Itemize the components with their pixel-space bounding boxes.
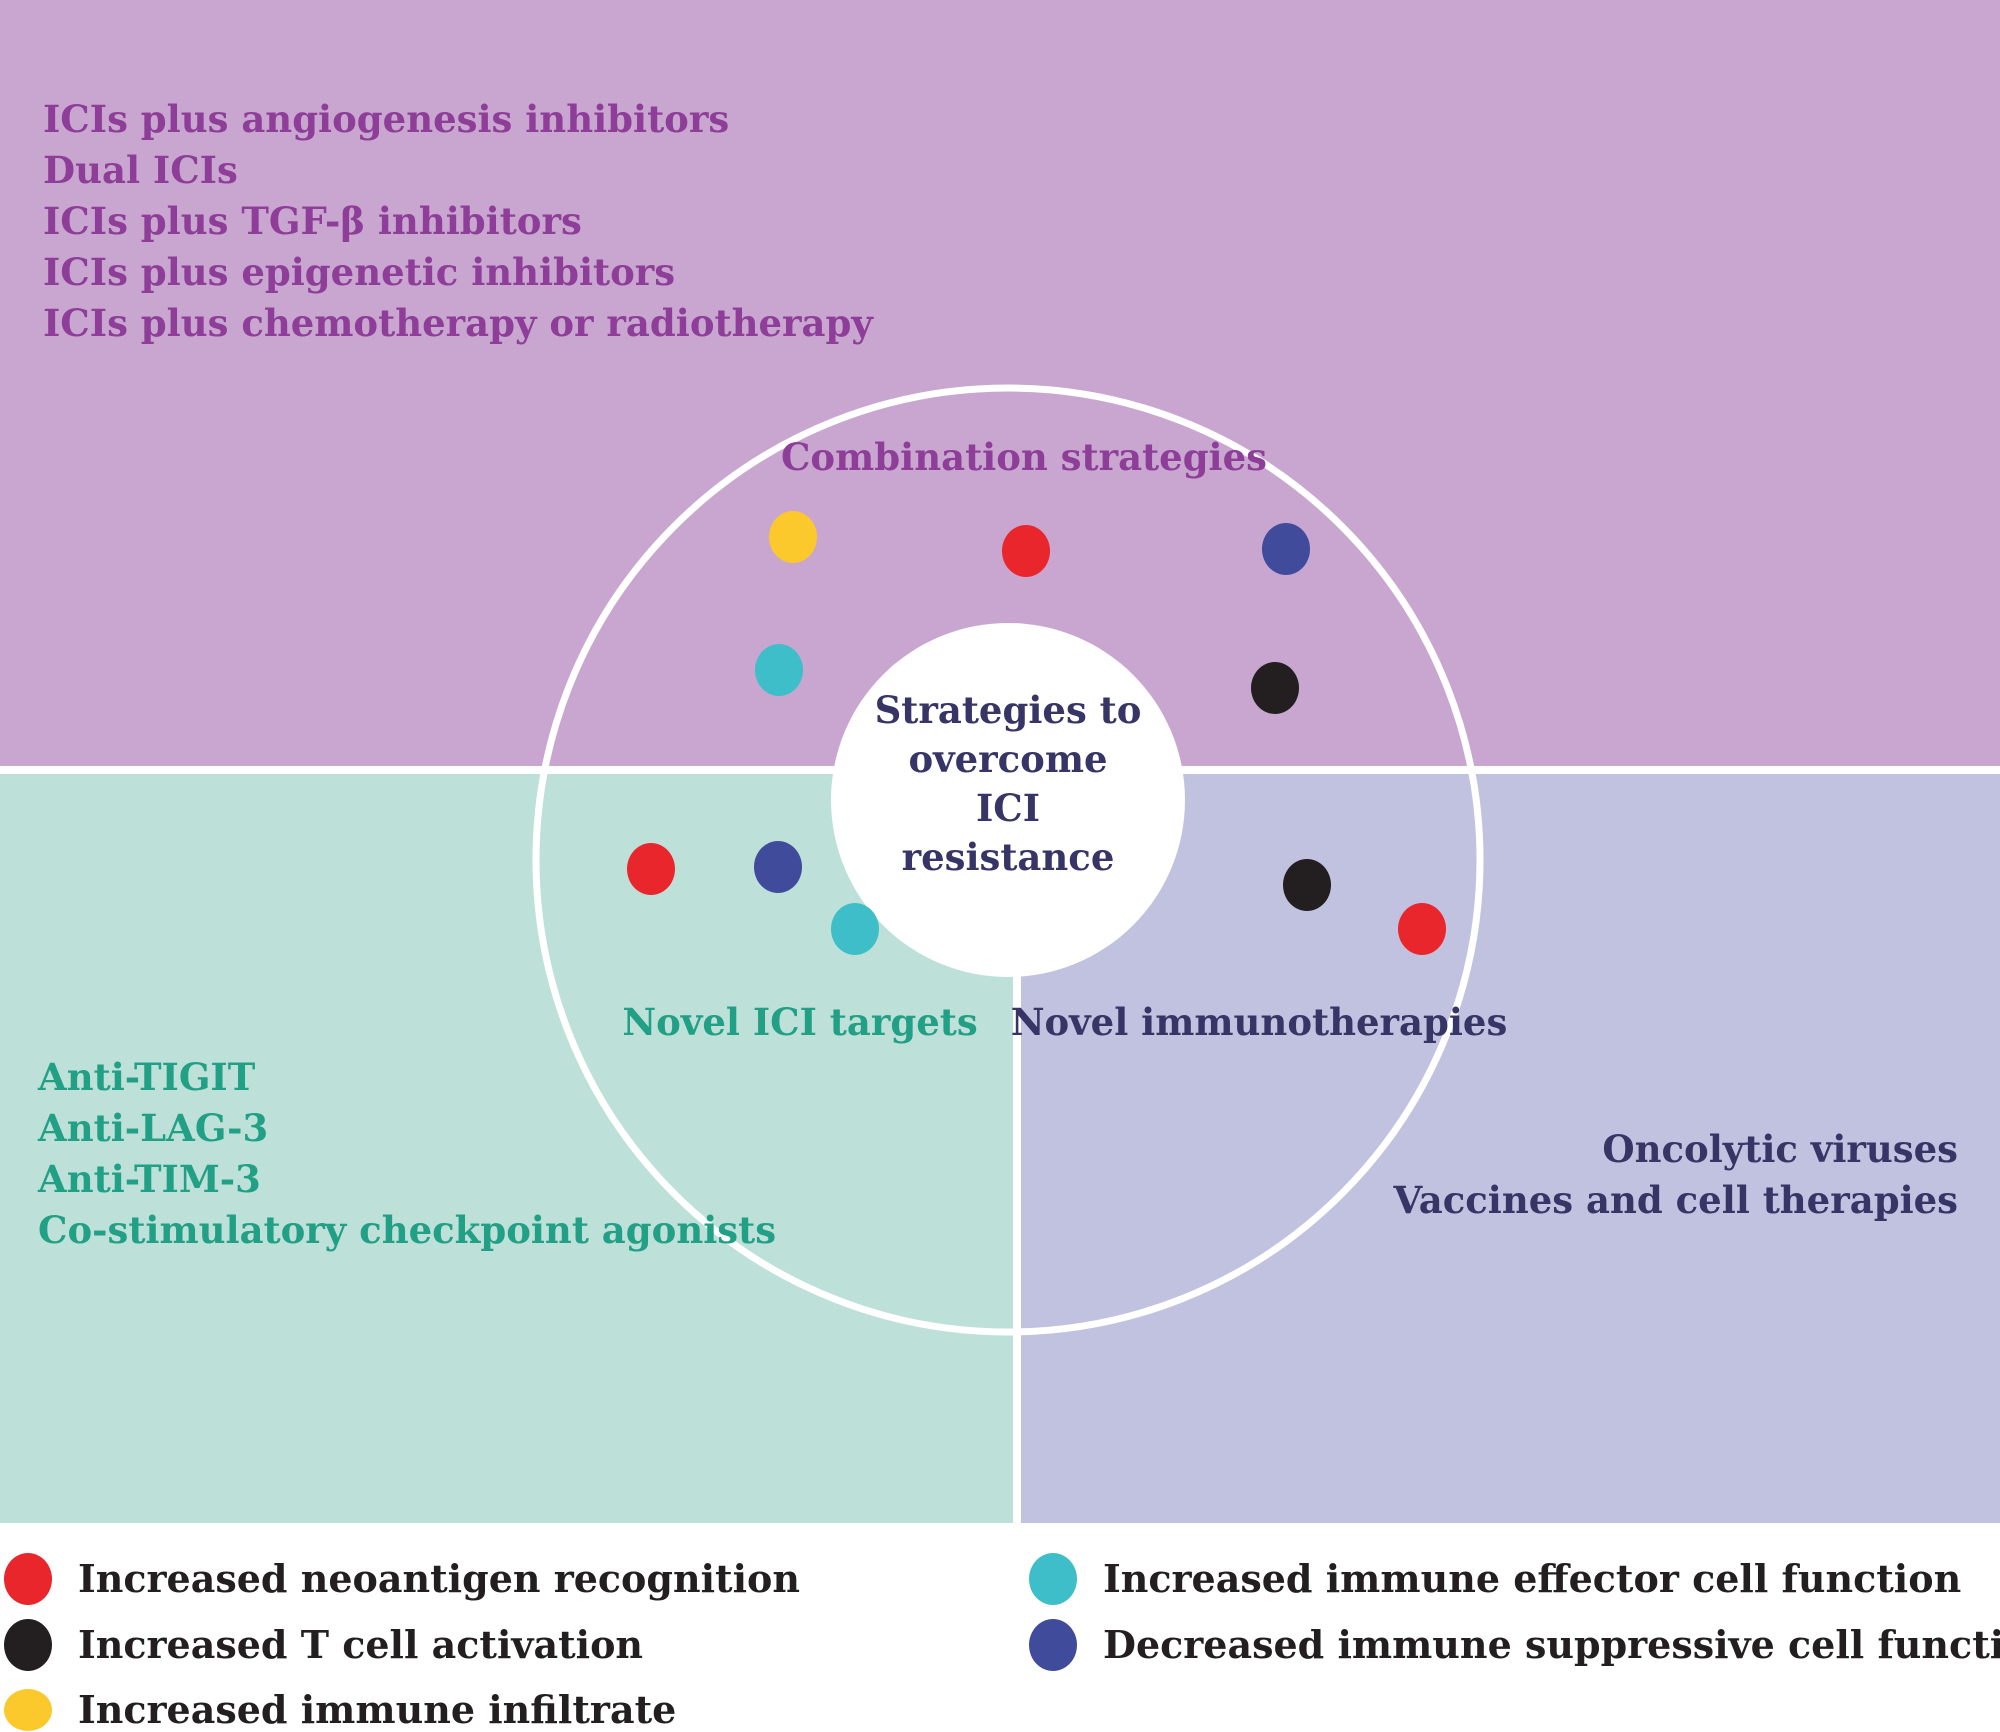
center-title-line: resistance: [902, 835, 1115, 879]
list-item: ICIs plus angiogenesis inhibitors: [43, 97, 729, 141]
list-item: Co-stimulatory checkpoint agonists: [38, 1208, 776, 1252]
legend-dot-red: [4, 1553, 52, 1605]
legend-item: Increased immune effector cell function: [1029, 1553, 1961, 1605]
list-item: Anti-LAG-3: [37, 1106, 268, 1150]
center-title-line: ICI: [976, 786, 1040, 830]
legend-item: Decreased immune suppressive cell functi…: [1029, 1619, 2000, 1671]
list-item: Anti-TIM-3: [37, 1157, 261, 1201]
dot-red: [1002, 525, 1050, 577]
outer-ring: [532, 384, 1484, 1336]
dot-yellow: [769, 511, 817, 563]
center-title: Strategies to overcome ICI resistance: [875, 688, 1142, 879]
legend-label: Increased neoantigen recognition: [78, 1556, 800, 1601]
list-item: Vaccines and cell therapies: [1392, 1178, 1958, 1222]
list-item: Dual ICIs: [43, 148, 238, 192]
novel-immuno-panel: [1017, 770, 2000, 1523]
legend-label: Increased immune infiltrate: [78, 1687, 676, 1732]
novel-ici-dots: [627, 841, 879, 955]
novel-immuno-list: Oncolytic viruses Vaccines and cell ther…: [1392, 1127, 1958, 1222]
novel-ici-label: Novel ICI targets: [622, 1000, 977, 1044]
legend-dot-cyan: [1029, 1553, 1077, 1605]
legend-label: Increased T cell activation: [78, 1622, 643, 1667]
legend-label: Decreased immune suppressive cell functi…: [1103, 1622, 2000, 1667]
center-circle: [831, 623, 1185, 977]
legend-item: Increased neoantigen recognition: [4, 1553, 800, 1605]
list-item: Oncolytic viruses: [1602, 1127, 1958, 1171]
novel-immuno-dots: [1283, 859, 1446, 955]
legend-dot-blue: [1029, 1619, 1077, 1671]
dot-cyan: [755, 644, 803, 696]
dot-cyan: [831, 903, 879, 955]
legend-dot-yellow: [4, 1689, 52, 1731]
legend: Increased neoantigen recognition Increas…: [4, 1553, 2000, 1732]
combination-label: Combination strategies: [781, 435, 1267, 479]
legend-item: Increased T cell activation: [4, 1619, 643, 1671]
combination-list: ICIs plus angiogenesis inhibitors Dual I…: [43, 97, 874, 345]
novel-ici-list: Anti-TIGIT Anti-LAG-3 Anti-TIM-3 Co-stim…: [37, 1055, 776, 1252]
legend-dot-black: [4, 1619, 52, 1671]
dot-black: [1283, 859, 1331, 911]
dot-red: [627, 843, 675, 895]
dot-blue: [1262, 523, 1310, 575]
legend-item: Increased immune infiltrate: [4, 1687, 676, 1732]
dot-black: [1251, 662, 1299, 714]
center-title-line: overcome: [908, 737, 1107, 781]
center-title-line: Strategies to: [875, 688, 1142, 732]
list-item: ICIs plus chemotherapy or radiotherapy: [43, 301, 874, 345]
dot-red: [1398, 903, 1446, 955]
novel-ici-panel: [0, 770, 1017, 1523]
list-item: ICIs plus TGF-β inhibitors: [43, 199, 582, 243]
list-item: ICIs plus epigenetic inhibitors: [43, 250, 675, 294]
legend-label: Increased immune effector cell function: [1103, 1556, 1961, 1601]
list-item: Anti-TIGIT: [37, 1055, 256, 1099]
dot-blue: [754, 841, 802, 893]
combination-dots: [755, 511, 1310, 714]
novel-immuno-label: Novel immunotherapies: [1011, 1000, 1508, 1044]
